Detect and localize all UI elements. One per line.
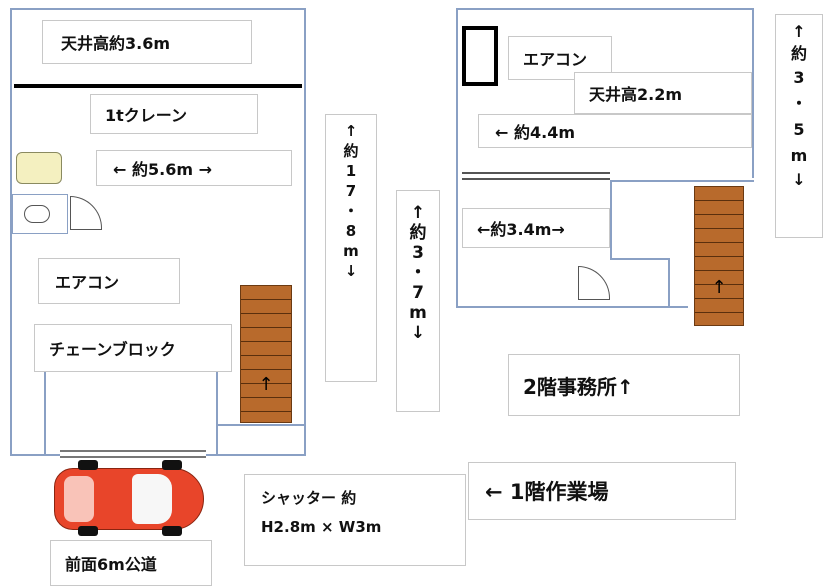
floor2-window (462, 172, 610, 180)
floor1-length-label: ↑ 約 1 7 ・ 8 m ↓ (325, 114, 377, 382)
floor2-door-icon (578, 266, 610, 300)
floor1-aircon-label: エアコン (38, 258, 180, 304)
floor2-stairs-up-arrow-icon: ↑ (711, 277, 727, 298)
middle-depth-label: ↑ 約 3 ・ 7 m ↓ (396, 190, 440, 412)
floor1-inner-wall-3 (218, 424, 306, 426)
sink-icon (16, 152, 62, 184)
crane-rail (14, 84, 302, 88)
floor1-inner-wall-2 (216, 366, 218, 454)
workshop-label: ← 1階作業場 (468, 462, 736, 520)
floor2-cabinet-icon (462, 26, 498, 86)
toilet-door-icon (70, 196, 102, 230)
road-label: 前面6m公道 (50, 540, 212, 586)
toilet-icon (24, 205, 50, 223)
floor2-stairs: ↑ (694, 186, 744, 326)
floor2-wall-bottom (456, 306, 688, 308)
chain-block-label: チェーンブロック (34, 324, 232, 372)
floor2-wall-mid (610, 180, 754, 182)
floor1-width-label: ← 約5.6m → (96, 150, 292, 186)
floor1-wall-bottom-right (206, 454, 306, 456)
car-icon (50, 460, 206, 536)
toilet-room (12, 194, 68, 234)
floor2-wall-top (456, 8, 754, 10)
floor2-wall-room (612, 258, 670, 260)
floor1-wall-left (10, 8, 12, 456)
floor1-stairs: ↑ (240, 285, 292, 423)
floor2-depth-label: ↑ 約 3 ・ 5 m ↓ (775, 14, 823, 238)
floor1-ceiling-height-label: 天井高約3.6m (42, 20, 252, 64)
shutter-label-line2: H2.8m × W3m (261, 518, 382, 536)
floor1-wall-right (304, 8, 306, 456)
shutter-opening (60, 450, 206, 458)
crane-label: 1tクレーン (90, 94, 258, 134)
floor2-wall-left (456, 8, 458, 308)
stairs-up-arrow-icon: ↑ (258, 374, 274, 395)
floor1-wall-top (10, 8, 306, 10)
floor1-inner-wall (44, 366, 46, 454)
shutter-label: シャッター 約 H2.8m × W3m (244, 474, 466, 566)
floor2-wall-room-v (668, 258, 670, 306)
shutter-label-line1: シャッター 約 (261, 489, 357, 507)
floor2-ceiling-height-label: 天井高2.2m (574, 72, 752, 114)
floor2-small-width-label: ←約3.4m→ (462, 208, 610, 248)
floor2-wall-right (752, 8, 754, 178)
floor2-wall-mid-v (610, 180, 612, 260)
office-label: 2階事務所↑ (508, 354, 740, 416)
floor2-office-width-label: ← 約4.4m (478, 114, 752, 148)
floor1-wall-bottom-left (10, 454, 60, 456)
